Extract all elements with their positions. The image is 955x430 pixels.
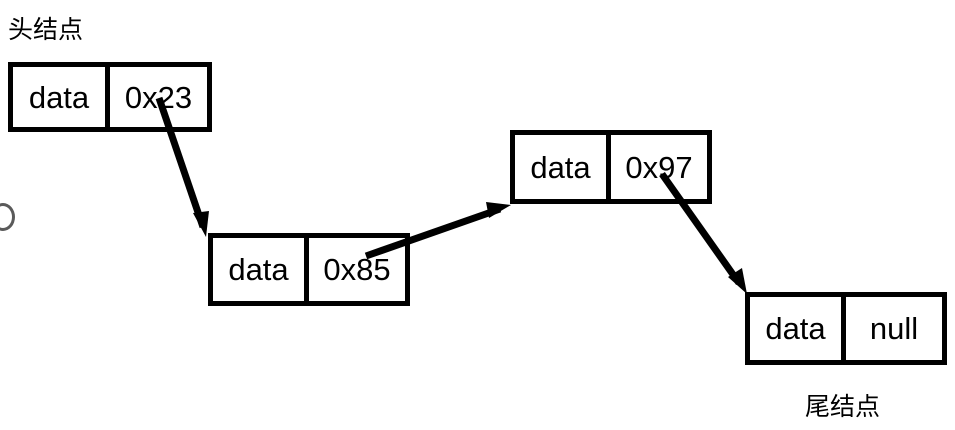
head-node-caption: 头结点: [8, 16, 84, 44]
node-3-data-cell: data: [515, 135, 611, 199]
arrow-2: [364, 202, 511, 260]
node-4: data null: [745, 292, 947, 365]
node-1-data-cell: data: [13, 67, 110, 127]
node-4-pointer-cell: null: [869, 311, 919, 346]
node-2-pointer-cell: 0x85: [323, 252, 391, 287]
node-2: data 0x85: [208, 233, 410, 306]
node-2-data-cell: data: [213, 238, 309, 301]
arrow-1: [155, 96, 209, 237]
node-4-data-cell: data: [750, 297, 846, 360]
node-3-pointer-cell: 0x97: [625, 149, 693, 185]
arrow-3: [659, 171, 747, 294]
tail-node-caption: 尾结点: [805, 393, 881, 421]
edge-glyph-fragment: [0, 203, 15, 231]
